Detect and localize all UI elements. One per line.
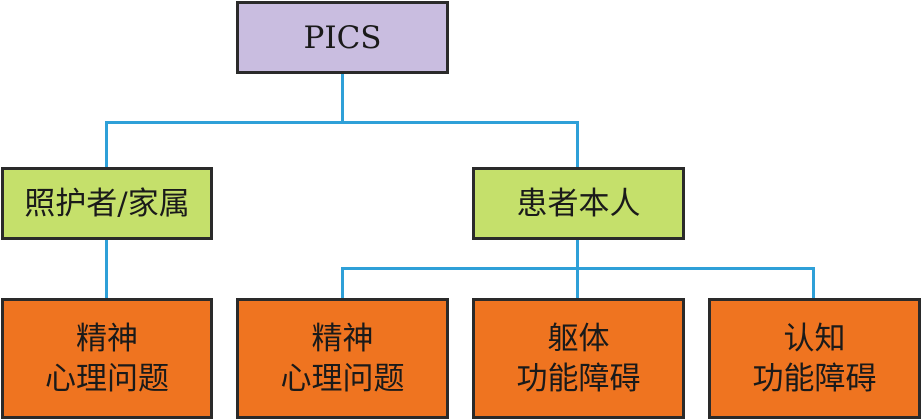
connector-caregiver-up [105,121,108,168]
patient-psych-node: 精神 心理问题 [236,298,449,419]
node-line2: 心理问题 [280,360,405,397]
connector-caregiver-down [105,238,108,299]
connector-root-down [341,73,344,123]
caregiver-label: 照护者/家属 [24,185,190,222]
connector-cognitive-up [812,267,815,299]
connector-level1-bar [105,121,579,124]
patient-cognitive-node: 认知 功能障碍 [708,298,921,419]
connector-patient-up [576,121,579,168]
node-line2: 功能障碍 [516,360,641,397]
node-line1: 躯体 [547,320,610,357]
connector-psych-up [341,267,344,299]
node-line1: 精神 [76,320,138,357]
root-label: PICS [303,19,382,56]
node-line2: 心理问题 [45,360,169,397]
node-line1: 精神 [311,320,374,357]
caregiver-psych-node: 精神 心理问题 [1,298,213,419]
node-line2: 功能障碍 [752,360,877,397]
patient-physical-node: 躯体 功能障碍 [472,298,685,419]
connector-level2-bar [341,267,815,270]
node-line1: 认知 [783,320,846,357]
root-node: PICS [236,1,449,74]
caregiver-node: 照护者/家属 [1,167,213,240]
patient-label: 患者本人 [516,185,641,222]
patient-node: 患者本人 [472,167,685,240]
